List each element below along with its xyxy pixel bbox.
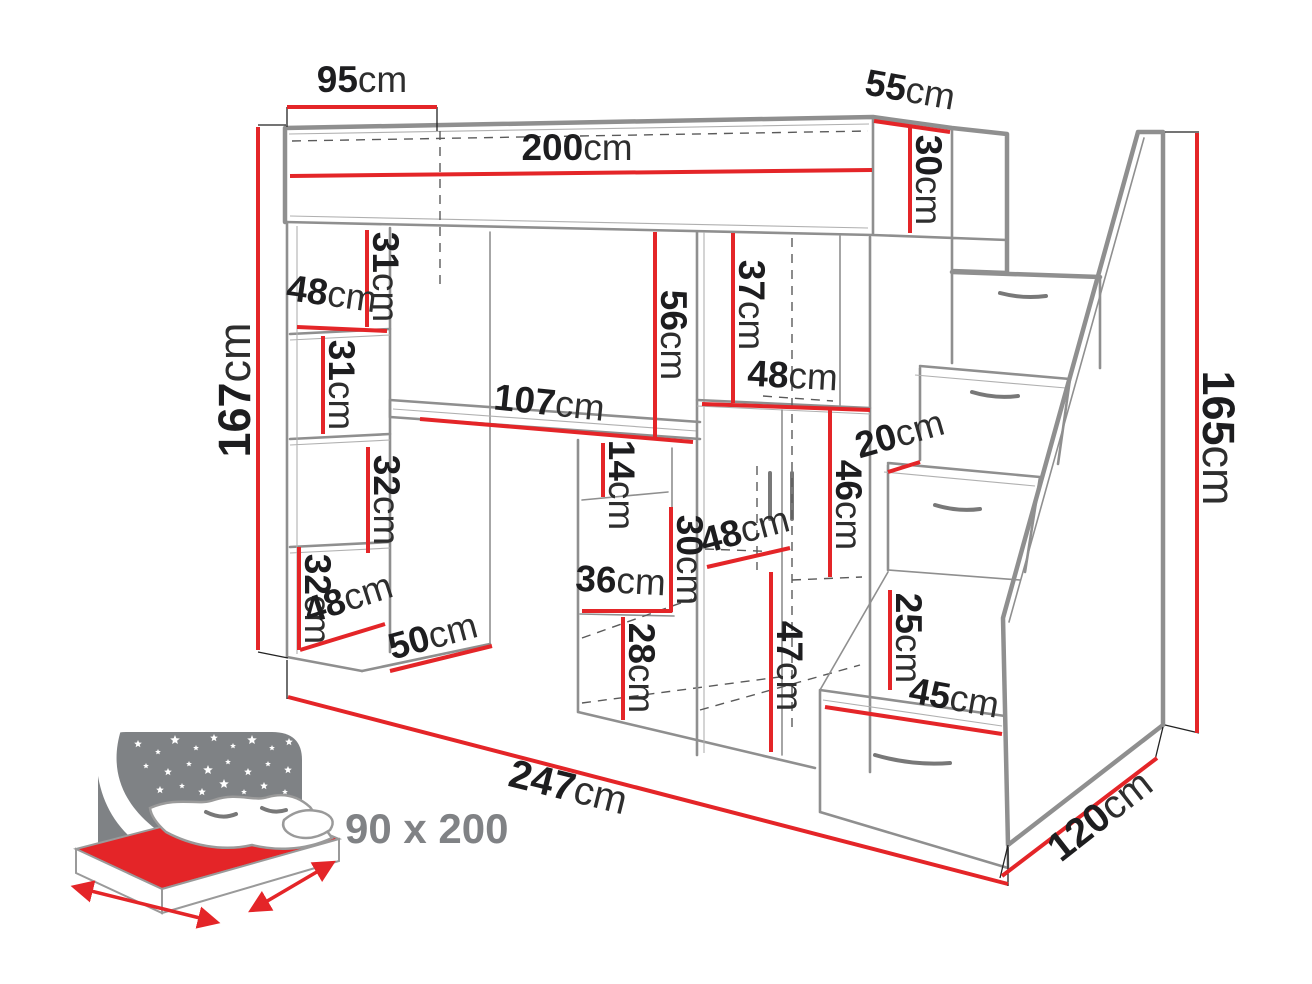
- mattress-size-label: 90 x 200: [345, 805, 509, 852]
- width-arrow: [70, 880, 221, 929]
- loft-bed: [282, 114, 1010, 287]
- dim-left-height: 167cm: [209, 322, 260, 457]
- step-drawer-handle: [998, 291, 1048, 299]
- dim-bed-length: 200cm: [521, 127, 632, 168]
- dimension-lines: [256, 105, 1199, 886]
- dim-drawer-width: 45cm: [906, 670, 1002, 726]
- wardrobe-unit: [695, 230, 872, 774]
- dim-wardrobe-depth: 48cm: [696, 498, 794, 561]
- dim-shelf-width: 48cm: [284, 267, 379, 320]
- length-arrow: [248, 860, 336, 913]
- dim-shelf-third: 32cm: [366, 455, 407, 545]
- dim-desk-width: 107cm: [492, 376, 607, 428]
- dim-total-depth: 120cm: [1039, 761, 1161, 870]
- dim-base-depth-front: 50cm: [384, 604, 482, 667]
- mattress-size-icon: 90 x 200: [70, 730, 509, 929]
- dim-shelf-second: 31cm: [321, 340, 362, 430]
- blanket-fold: [204, 806, 288, 819]
- dim-shelf-bottom: 32cm: [297, 554, 338, 644]
- furniture-drawing: [282, 114, 1166, 870]
- dim-top-compartment: 37cm: [731, 260, 772, 350]
- dim-total-width: 247cm: [505, 752, 632, 824]
- dim-stairs-height: 165cm: [1193, 370, 1244, 505]
- dim-cabinet-compartment: 30cm: [669, 515, 710, 605]
- dim-wardrobe-width: 48cm: [746, 353, 839, 399]
- dim-cabinet-lower: 28cm: [621, 623, 662, 713]
- left-shelf-unit: [285, 220, 392, 673]
- extension-lines: [257, 107, 1200, 886]
- pillow: [281, 809, 334, 840]
- step-drawer-handle: [970, 390, 1020, 399]
- dim-wardrobe-door-height: 46cm: [828, 460, 869, 550]
- moon-swoosh: [95, 730, 182, 852]
- dim-step-riser: 25cm: [888, 593, 929, 683]
- dim-overhang: 95cm: [317, 59, 407, 100]
- dim-shelf-top: 31cm: [365, 232, 406, 322]
- dim-desk-shelf-gap: 14cm: [601, 440, 642, 530]
- step-drawer-handle: [933, 503, 982, 512]
- dim-desk-clearance: 56cm: [653, 290, 694, 380]
- stairs-unit: [818, 129, 1166, 870]
- dim-bed-side-height: 30cm: [908, 135, 949, 225]
- dim-bed-top-depth: 55cm: [862, 62, 958, 118]
- stairs-side-panel: [1000, 129, 1166, 848]
- dim-cabinet-width: 36cm: [574, 558, 667, 604]
- dim-lower-compartment: 47cm: [769, 621, 810, 711]
- bottom-drawer-handle: [873, 753, 952, 766]
